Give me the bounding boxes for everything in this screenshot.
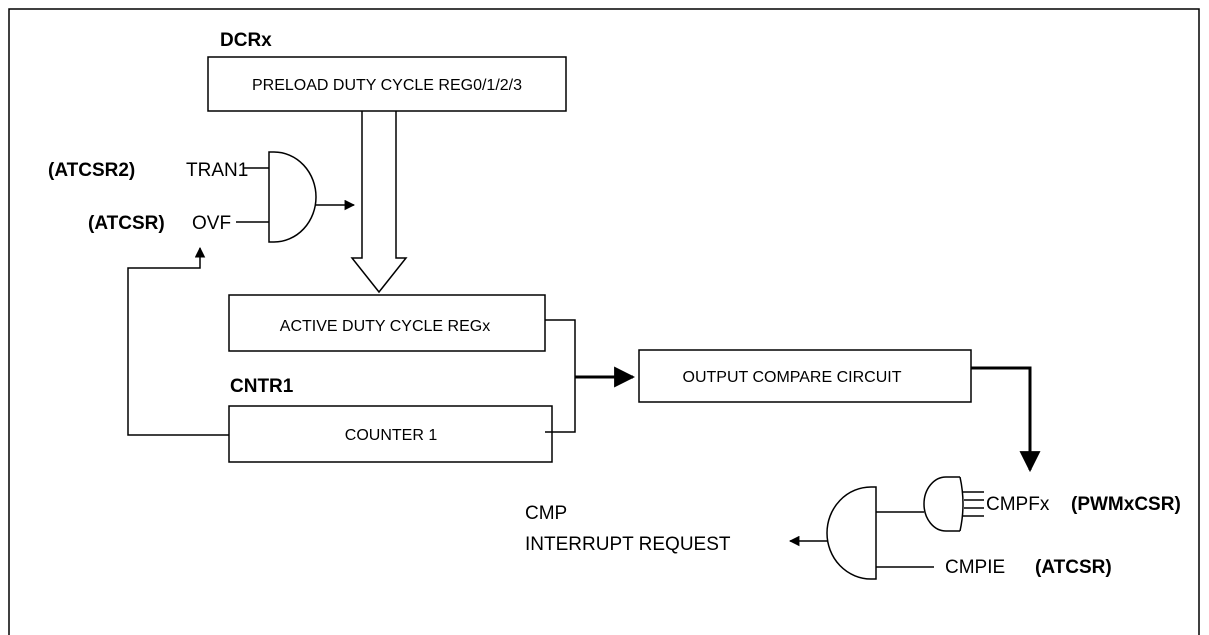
output-compare-label: OUTPUT COMPARE CIRCUIT (683, 369, 902, 386)
cmpie-label: CMPIE (945, 557, 1005, 578)
cntr1-label: CNTR1 (230, 376, 294, 397)
cmpfx-register-label: (PWMxCSR) (1071, 494, 1181, 515)
diagram-frame (8, 8, 1200, 635)
counter-1-label: COUNTER 1 (345, 427, 438, 444)
cmpie-register-label: (ATCSR) (1035, 557, 1112, 578)
ovf-feedback-wire (127, 246, 229, 436)
interrupt-request-label: INTERRUPT REQUEST (525, 534, 731, 555)
tran1-label: TRAN1 (186, 160, 248, 181)
preload-duty-cycle-box (207, 56, 567, 112)
counter-1-box (228, 405, 553, 463)
output-compare-box (638, 349, 972, 403)
ovf-label: OVF (192, 213, 231, 234)
transfer-arrow (350, 111, 408, 294)
preload-duty-cycle-label: PRELOAD DUTY CYCLE REG0/1/2/3 (252, 77, 522, 94)
active-duty-cycle-label: ACTIVE DUTY CYCLE REGx (280, 318, 490, 335)
dcrx-label: DCRx (220, 30, 272, 51)
active-duty-cycle-box (228, 294, 546, 352)
ovf-register-label: (ATCSR) (88, 213, 165, 234)
and-gate-transfer (268, 151, 317, 243)
cmpfx-flag-symbol (923, 476, 960, 532)
compare-to-flag-arrow (971, 366, 1041, 473)
cmpfx-flag-back (959, 476, 964, 532)
tran1-register-label: (ATCSR2) (48, 160, 135, 181)
cmp-label: CMP (525, 503, 567, 524)
and-gate-interrupt (826, 486, 877, 580)
cmpfx-label: CMPFx (986, 494, 1050, 515)
